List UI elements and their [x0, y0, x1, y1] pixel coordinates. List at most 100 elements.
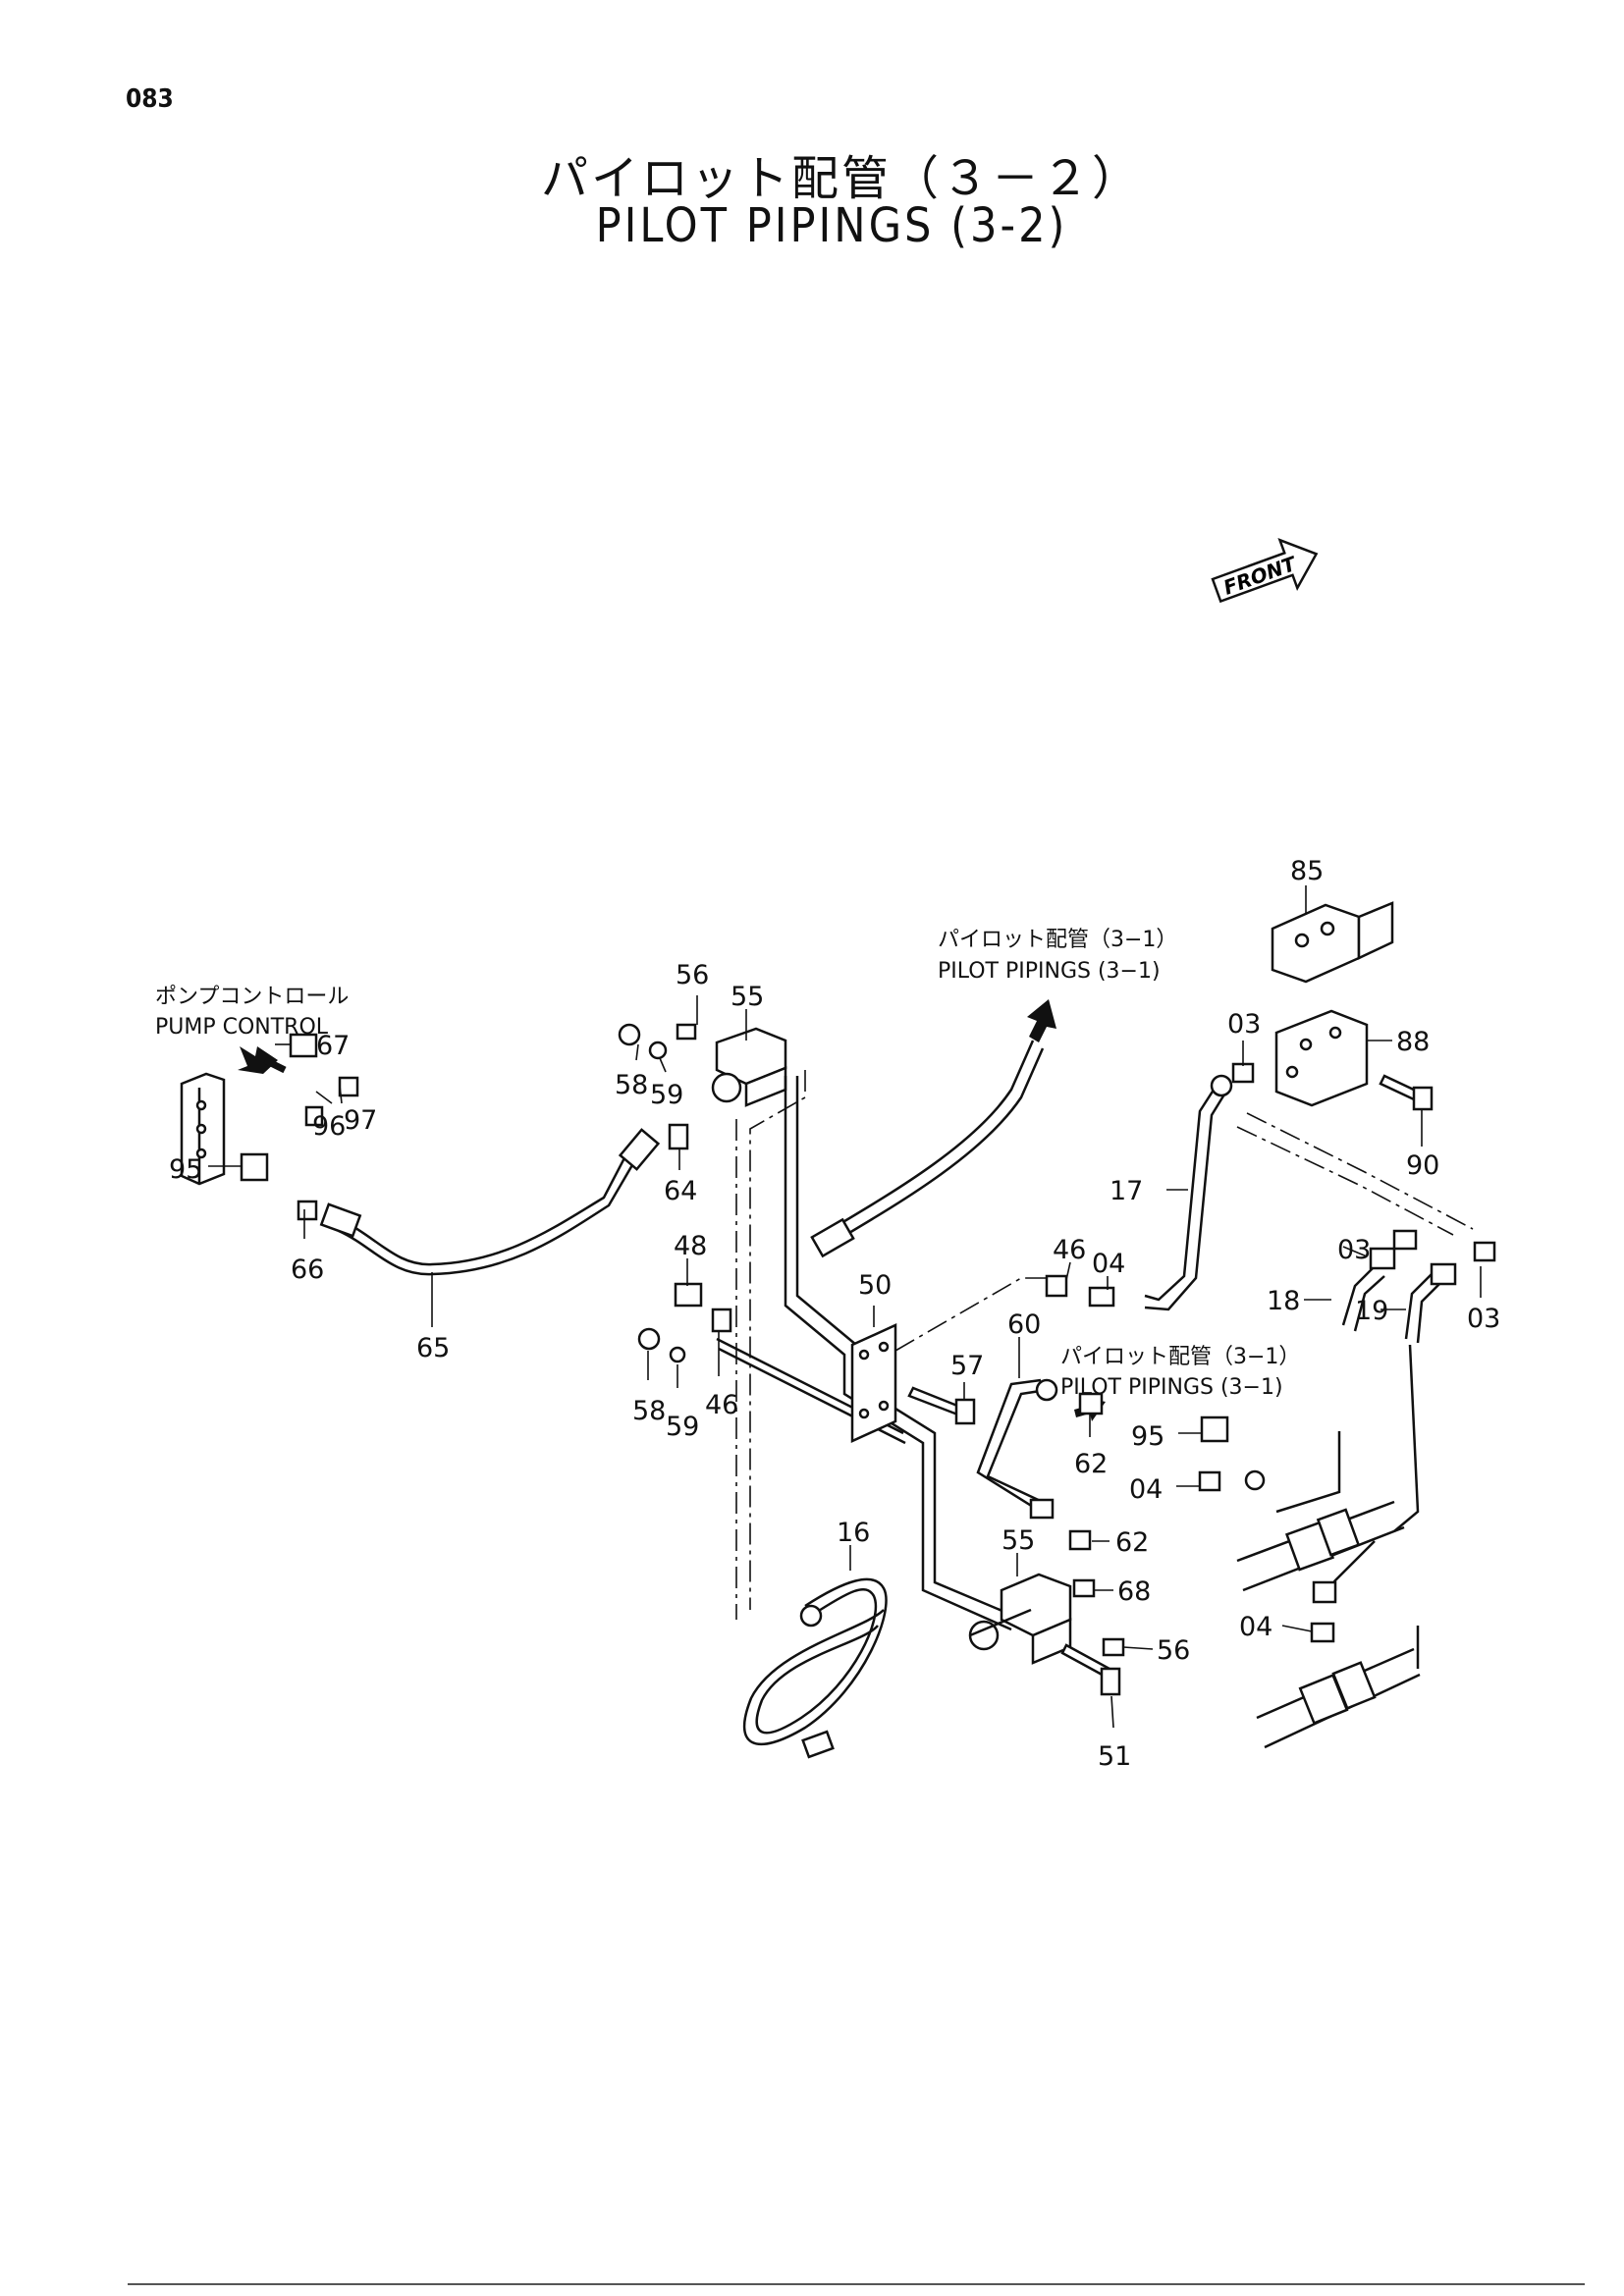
- callout-88: 88: [1396, 1027, 1430, 1057]
- callout-04-upper: 04: [1092, 1249, 1125, 1279]
- callout-18: 18: [1267, 1286, 1300, 1316]
- pilot-upper-label-en: PILOT PIPINGS (3−1): [938, 959, 1161, 984]
- valve-85: [1271, 901, 1394, 984]
- callout-56-lower: 56: [1157, 1635, 1190, 1666]
- hose-16: [742, 1577, 888, 1759]
- valve-block-55-upper: [618, 1023, 787, 1150]
- bottom-rule: [128, 2283, 1585, 2285]
- elbow-62-upper: [1078, 1392, 1104, 1415]
- pilot-upper-label-jp: パイロット配管（3−1）: [938, 928, 1177, 952]
- callout-03-top: 03: [1227, 1009, 1261, 1040]
- centerline-c: [894, 1277, 1060, 1352]
- callout-65: 65: [416, 1333, 450, 1363]
- pilot-pipings-upper-reference: パイロット配管（3−1） PILOT PIPINGS (3−1): [938, 928, 1177, 1042]
- fitting-96: [304, 1105, 324, 1127]
- pipe-19-run: [1393, 1344, 1420, 1532]
- callout-85: 85: [1290, 856, 1324, 886]
- callout-60: 60: [1007, 1309, 1041, 1340]
- pump-control-label-jp: ポンプコントロール: [155, 985, 349, 1009]
- pipe-17-nut: [1210, 1074, 1233, 1097]
- pipe-17a: [1144, 1083, 1219, 1302]
- callout-17: 17: [1110, 1176, 1143, 1206]
- callout-03-mid: 03: [1337, 1235, 1371, 1265]
- front-label: FRONT: [1220, 552, 1300, 600]
- hose-upper: [810, 1040, 1045, 1258]
- hose-18b: [1353, 1275, 1385, 1332]
- plate-50: [850, 1323, 897, 1443]
- callout-95-right: 95: [1131, 1421, 1164, 1452]
- bolt-57: [907, 1386, 976, 1425]
- pilot-upper-arrow-icon: [1027, 999, 1056, 1042]
- elbow-04-lowest: [1310, 1622, 1335, 1643]
- fitting-97: [338, 1076, 359, 1097]
- callout-66: 66: [291, 1255, 324, 1285]
- callout-51: 51: [1098, 1741, 1131, 1772]
- main-hose-lower: [1256, 1626, 1421, 1749]
- front-arrow-icon: FRONT: [1211, 538, 1319, 604]
- callout-46-lower: 46: [705, 1390, 738, 1420]
- fitting-03-right-a: [1392, 1229, 1418, 1251]
- fitting-46-right: [1045, 1274, 1068, 1298]
- main-hose-upper: [1236, 1500, 1405, 1592]
- callout-96: 96: [312, 1111, 346, 1142]
- fitting-95-left: [240, 1152, 269, 1182]
- fitting-03-mid: [1369, 1247, 1396, 1270]
- washer-59-lower: [669, 1346, 686, 1363]
- fitting-03-right-c: [1473, 1241, 1496, 1262]
- pump-control-reference: ポンプコントロール PUMP CONTROL: [155, 985, 349, 1074]
- fitting-03-top: [1231, 1062, 1255, 1084]
- callout-labels: 67 95 96 97 66 65 56 55 58 59 64 48 58 5…: [169, 856, 1500, 1772]
- centerline-e: [1236, 1126, 1454, 1236]
- title-english: PILOT PIPINGS (3-2): [595, 198, 1068, 253]
- block-48: [674, 1282, 703, 1308]
- pump-control-arrow-icon: [238, 1046, 287, 1074]
- page-number: 083: [126, 84, 174, 114]
- bolt-90: [1379, 1074, 1434, 1111]
- fitting-68: [1072, 1578, 1096, 1598]
- pump-control-block: [180, 1072, 226, 1186]
- callout-59-lower: 59: [666, 1412, 699, 1442]
- callout-55-lower: 55: [1001, 1525, 1035, 1556]
- callout-58-upper: 58: [615, 1070, 648, 1100]
- bolt-51: [1060, 1643, 1121, 1696]
- hose-65: [319, 1128, 661, 1276]
- callout-16: 16: [837, 1518, 870, 1548]
- pipe-60: [976, 1378, 1058, 1520]
- leader-lines: [208, 885, 1482, 1729]
- callout-04-mid: 04: [1129, 1474, 1163, 1505]
- centerline-d: [1246, 1112, 1474, 1230]
- fitting-67: [289, 1033, 318, 1058]
- block-88: [1274, 1009, 1369, 1107]
- nut-right-mid: [1244, 1469, 1266, 1491]
- callout-68: 68: [1117, 1576, 1151, 1607]
- hose-18a: [1341, 1265, 1376, 1326]
- pipe-route-a: [784, 1076, 1012, 1631]
- elbow-04-upper: [1088, 1286, 1115, 1308]
- elbow-62-lower: [1068, 1529, 1092, 1551]
- callout-95-left: 95: [169, 1154, 202, 1185]
- fitting-56-lower: [1102, 1637, 1125, 1657]
- callout-62-upper: 62: [1074, 1449, 1108, 1479]
- callout-46-right: 46: [1053, 1235, 1086, 1265]
- pipe-route-b: [795, 1076, 1024, 1622]
- callout-58-lower: 58: [632, 1396, 666, 1426]
- pilot-middle-label-jp: パイロット配管（3−1）: [1060, 1345, 1300, 1369]
- callout-67: 67: [316, 1031, 350, 1061]
- title-japanese: パイロット配管（３－２）: [540, 151, 1142, 206]
- callout-56-upper: 56: [676, 960, 709, 990]
- callout-59-upper: 59: [650, 1080, 683, 1110]
- callout-50: 50: [858, 1270, 892, 1301]
- fitting-04-lower: [1312, 1580, 1337, 1604]
- pipe-18-run: [1275, 1431, 1341, 1514]
- pipe-17b: [1144, 1089, 1229, 1311]
- fitting-66: [297, 1200, 318, 1221]
- callout-48: 48: [674, 1231, 707, 1261]
- callout-90: 90: [1406, 1150, 1439, 1181]
- callout-04-lower: 04: [1239, 1612, 1272, 1642]
- callout-97: 97: [344, 1105, 377, 1136]
- valve-block-55-lower: [968, 1573, 1072, 1665]
- fitting-46-lower: [711, 1308, 732, 1333]
- callout-64: 64: [664, 1176, 697, 1206]
- hose-19b: [1416, 1281, 1442, 1344]
